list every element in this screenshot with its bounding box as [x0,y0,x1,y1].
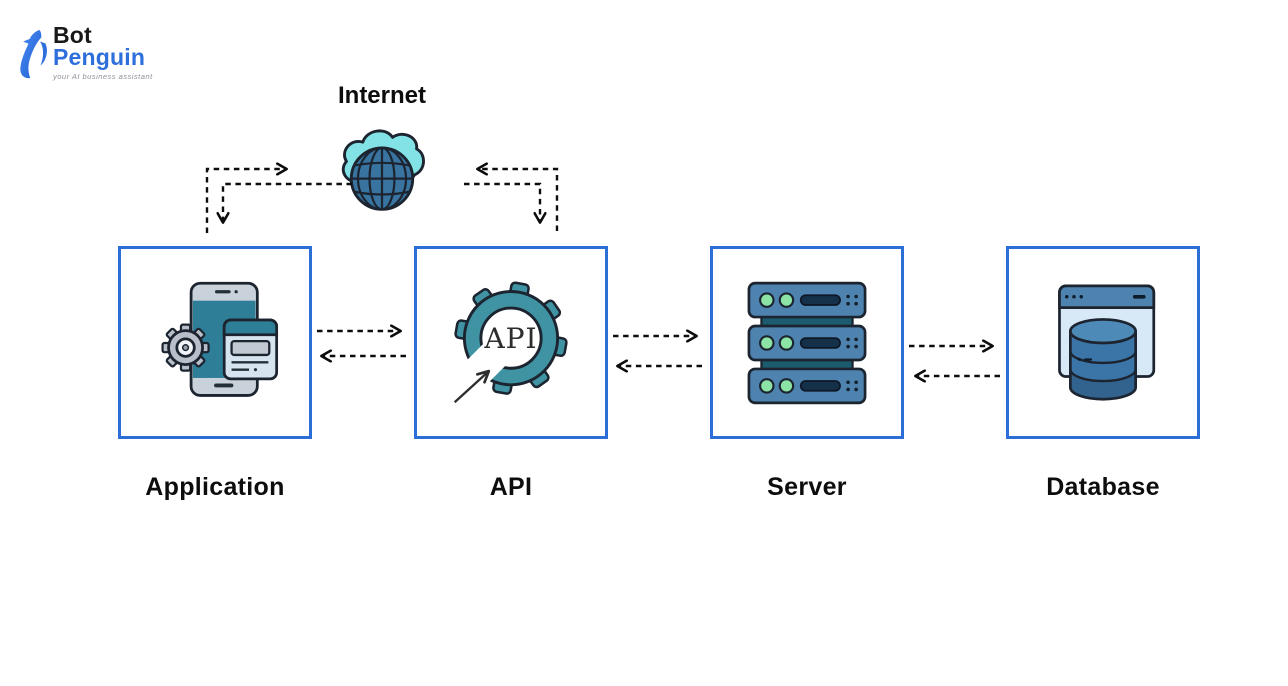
node-api: API [414,246,608,439]
label-api: API [489,473,533,501]
penguin-icon [20,30,47,79]
mobile-app-gear-icon [161,281,279,397]
database-cylinder [1069,317,1137,401]
api-entry-arrow [453,369,491,403]
brand-name-bottom: Penguin [53,44,146,70]
label-server: Server [767,473,847,501]
arrow-application-to-internet [205,162,288,233]
arrow-api-to-internet [476,162,559,231]
arrow-internet-to-application [216,182,352,224]
database-window-icon [1058,284,1156,401]
server-leds [759,291,795,394]
internet-cloud-globe-icon [334,122,430,218]
label-application: Application [145,473,285,501]
node-server [710,246,904,439]
brand-tagline: your AI business assistant [53,72,153,81]
node-application [118,246,312,439]
server-slots [799,293,841,392]
globe-grid [351,147,413,210]
brand-name-top: Bot [53,22,92,48]
gear-icon [161,322,210,372]
server-dots [846,294,858,391]
label-database: Database [1046,473,1160,501]
cloud-globe-icon [341,129,425,211]
server-stack-icon [747,281,867,404]
api-gear-icon: API [453,280,568,403]
node-database [1006,246,1200,439]
botpenguin-logo: Bot Penguin your AI business assistant [16,22,153,82]
internet-label: Internet [337,82,426,109]
browser-card [222,318,279,380]
arrow-internet-to-api [464,182,547,224]
api-gear [453,280,568,396]
api-gear-label: API [483,321,537,354]
logo-text: Bot Penguin your AI business assistant [53,22,153,82]
